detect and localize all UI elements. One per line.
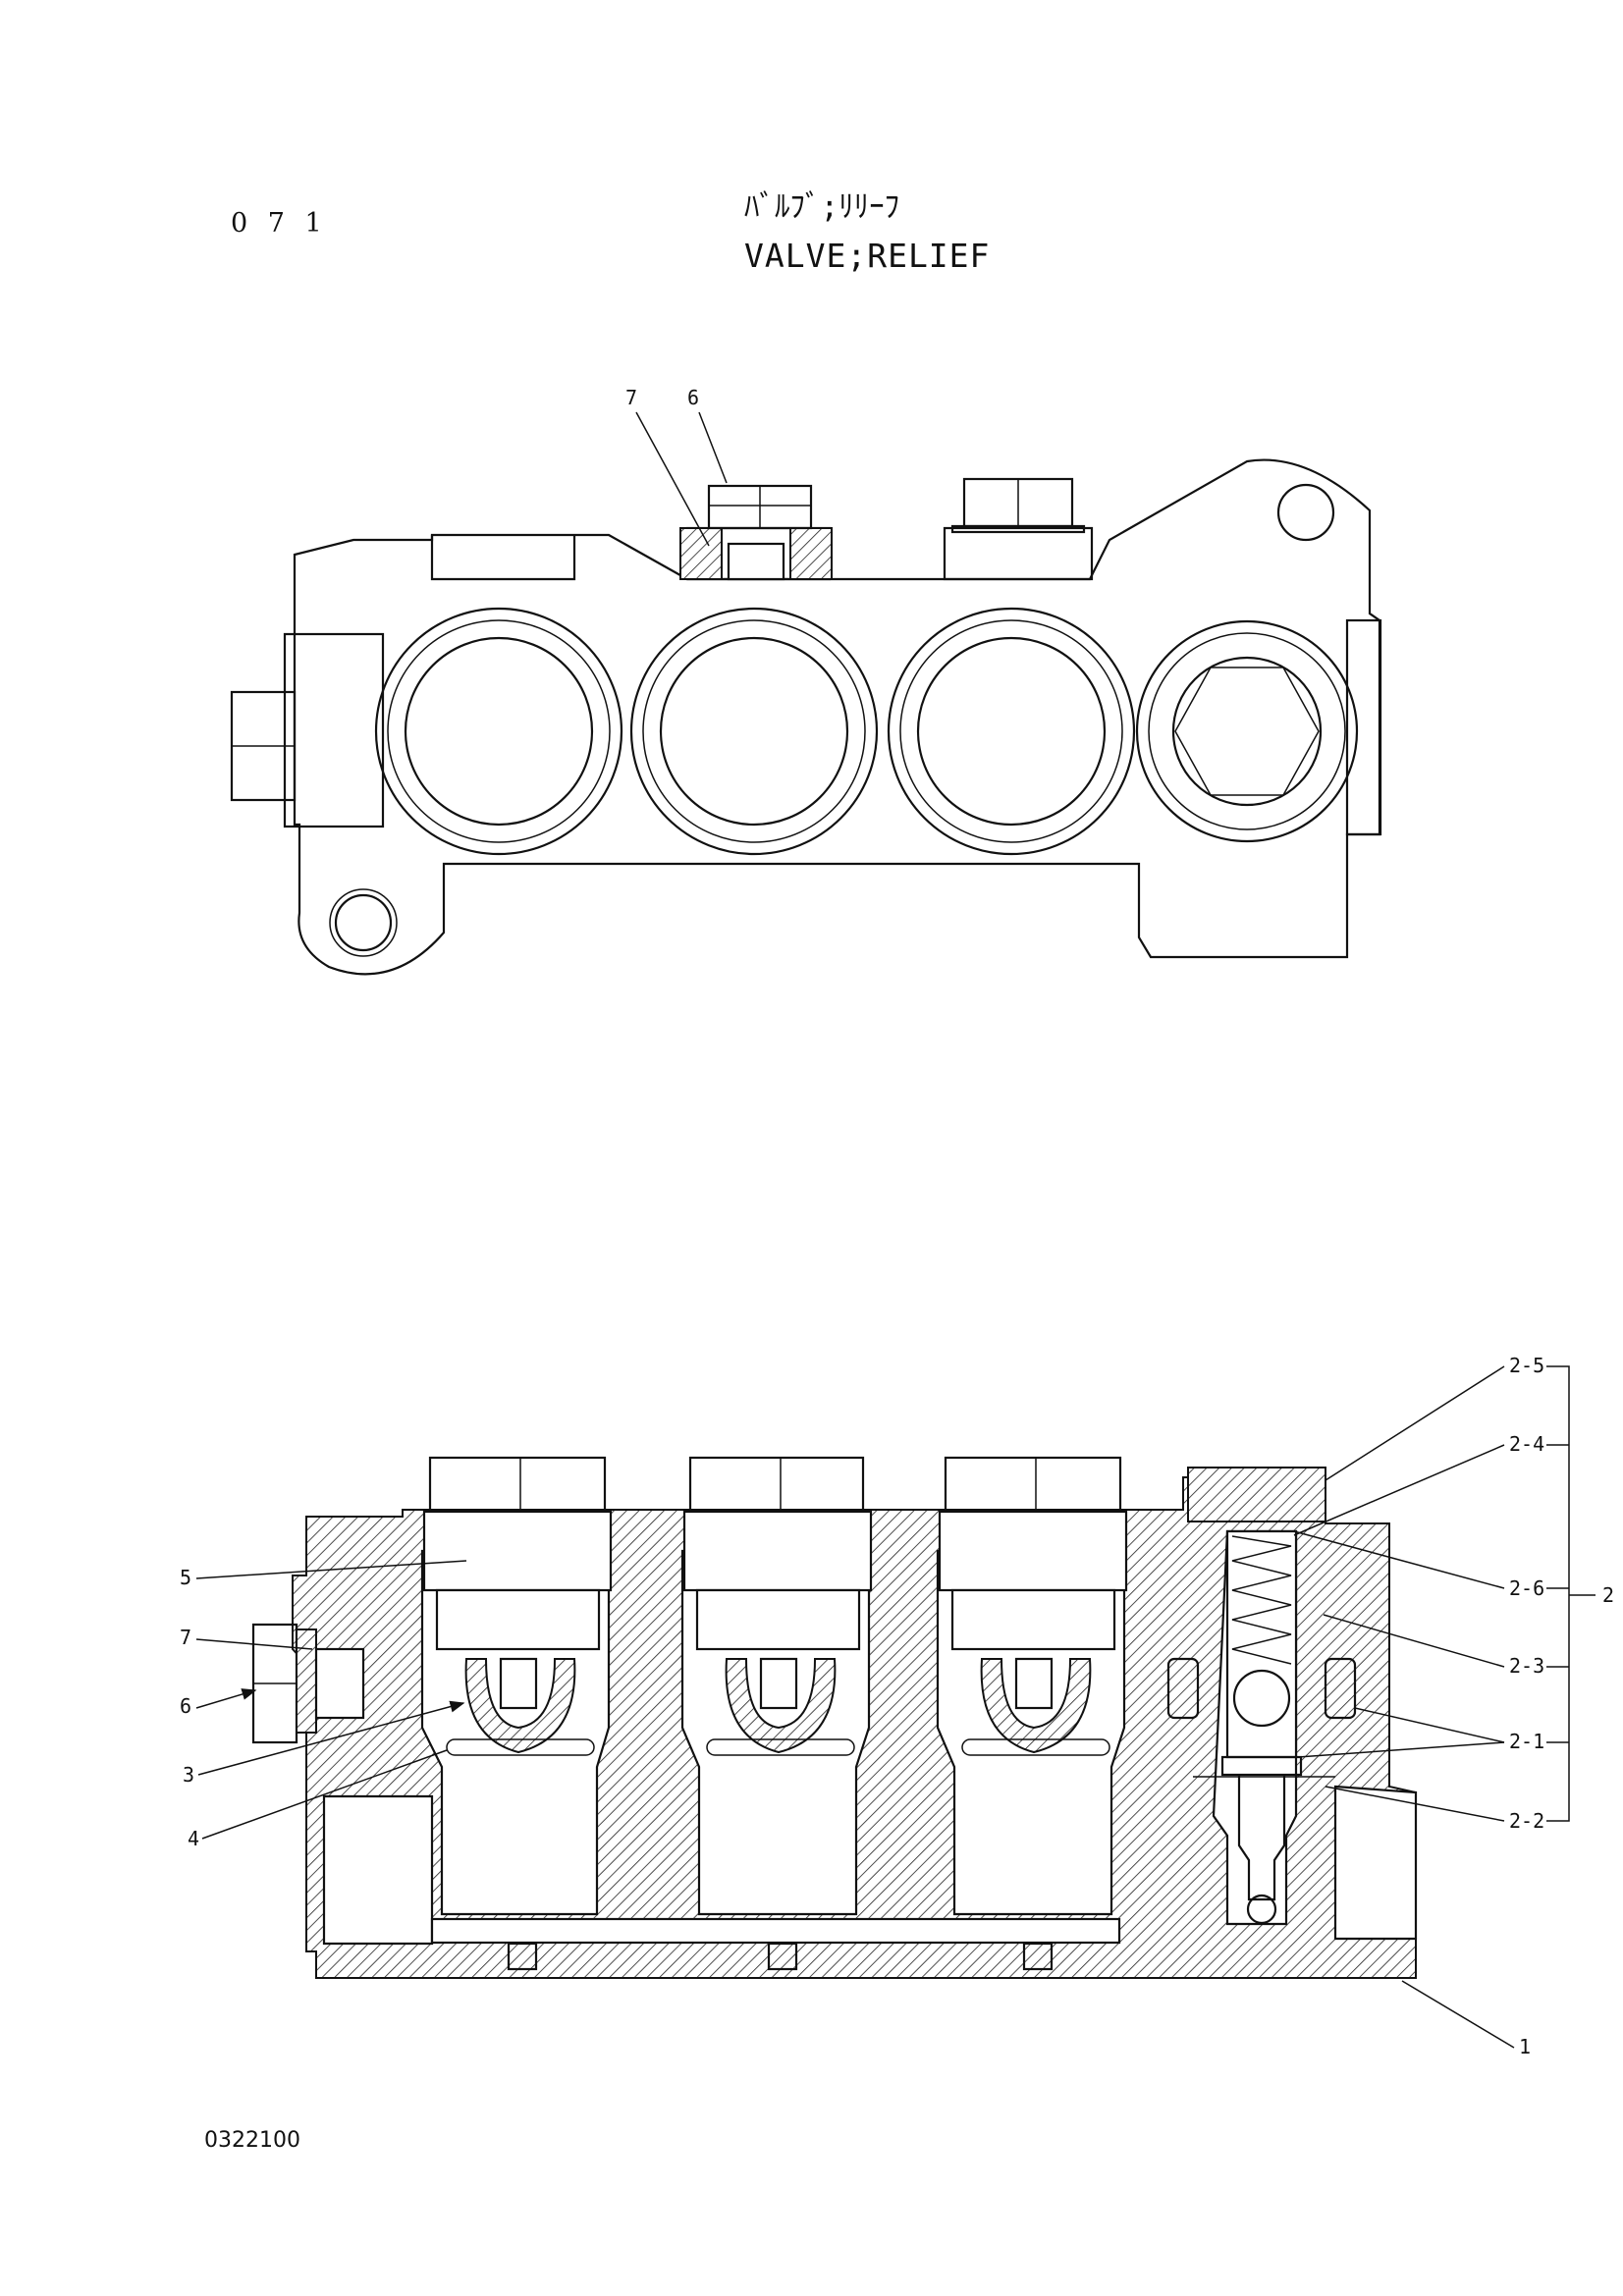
title-english: VALVE;RELIEF [744,237,991,275]
callout-sec-5: 5 [180,1566,191,1589]
callout-sec-2-6: 2-6 [1509,1576,1544,1600]
page-number: 0 7 1 [231,208,328,239]
callout-sec-2: 2 [1602,1583,1614,1607]
section-view [251,1456,1418,1979]
callout-sec-1: 1 [1519,2035,1531,2058]
callout-top-7: 7 [625,386,637,409]
callout-top-6: 6 [687,386,699,409]
callout-sec-3: 3 [183,1763,194,1787]
callout-sec-7: 7 [180,1626,191,1649]
port-bores [374,607,1359,856]
callout-sec-6: 6 [180,1694,191,1718]
document-code: 0322100 [204,2128,300,2153]
callout-sec-4: 4 [188,1827,199,1850]
callout-sec-2-5: 2-5 [1509,1354,1544,1377]
callout-sec-2-1: 2-1 [1509,1730,1544,1753]
callout-sec-2-3: 2-3 [1509,1654,1544,1678]
leader-lines [195,1365,1596,2049]
title-japanese: ﾊﾞﾙﾌﾞ;ﾘﾘｰﾌ [744,189,900,225]
callout-sec-2-2: 2-2 [1509,1809,1544,1833]
callout-sec-2-4: 2-4 [1509,1432,1544,1456]
top-view: 7 6 [230,386,1382,976]
